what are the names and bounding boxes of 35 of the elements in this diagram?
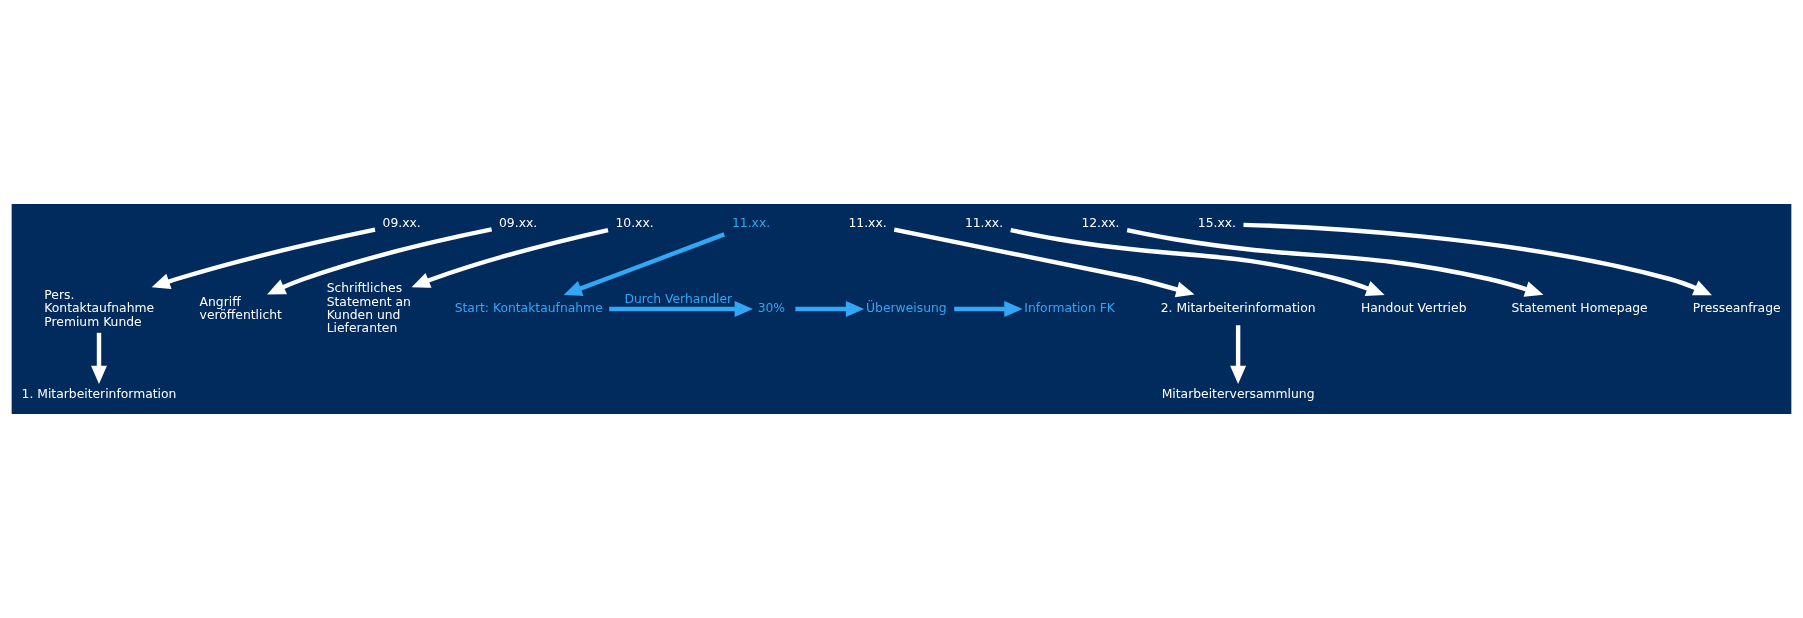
node-text: Pers. Kontaktaufnahme Premium Kunde [44,288,155,329]
node-text: 1. Mitarbeiterinformation [21,386,177,401]
arrow [1243,222,1712,296]
arrow [267,227,493,295]
node-text: Überweisung [866,301,947,316]
node-text: 09.xx. [382,215,421,230]
arrow [563,232,725,296]
node-text: Statement Homepage [1511,301,1648,316]
node-text: 09.xx. [499,215,538,230]
node-text: Start: Kontaktaufnahme [454,301,603,316]
node-text: 11.xx. [731,215,771,230]
node-text: Schriftliches Statement an Kunden und Lieferanten [326,281,411,336]
node-text: Mitarbeiterversammlung [1161,386,1315,401]
node-text: 30% [757,301,786,316]
node-text: 11.xx. [964,215,1004,230]
edge-label: Durch Verhandler [624,292,733,306]
arrow [609,301,753,317]
arrow [954,301,1023,317]
node-text: Angriff veröffentlicht [199,294,282,322]
arrow [893,227,1195,298]
node-text: 2. Mitarbeiterinformation [1160,301,1316,316]
arrow [795,301,865,317]
arrow [151,227,376,289]
node-text: 10.xx. [615,215,654,230]
node-text: 11.xx. [848,215,887,230]
node-text: Information FK [1024,301,1115,316]
arrow [1126,228,1544,297]
arrow [91,332,107,384]
arrow [1230,325,1247,384]
node-text: Presseanfrage [1692,301,1781,316]
node-text: 12.xx. [1081,215,1120,230]
arrow [1010,227,1385,296]
arrow [411,227,609,288]
node-text: 15.xx. [1197,215,1237,230]
node-text: Handout Vertrieb [1360,301,1467,316]
